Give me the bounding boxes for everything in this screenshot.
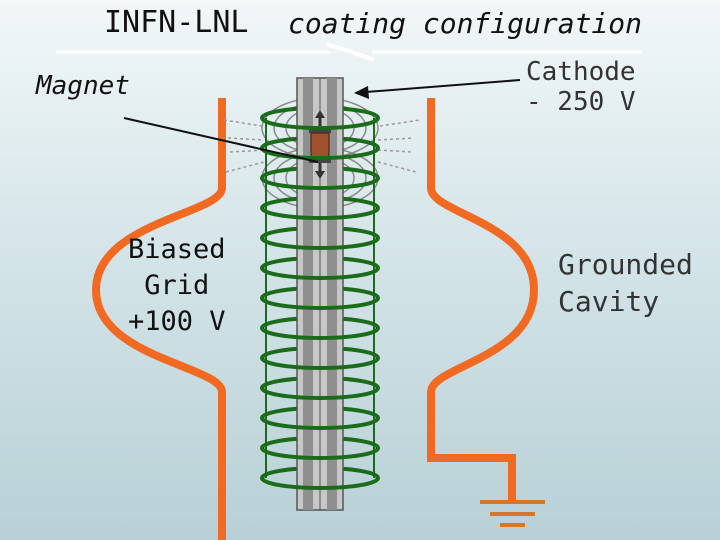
cavity-label-line2: Cavity [558, 285, 660, 319]
magnet-pointer [123, 117, 319, 163]
grid-label: Biased Grid +100 V [128, 232, 226, 340]
title-institution: INFN-LNL [104, 5, 249, 40]
field-dashes [223, 119, 421, 173]
cathode-arrow [354, 79, 521, 99]
title-subject: coating configuration [288, 7, 643, 40]
cathode-label-voltage: - 250 V [526, 86, 636, 117]
grid-coils-front [260, 117, 380, 490]
cavity-label-line1: Grounded [558, 248, 693, 281]
grid-label-line1: Biased [128, 234, 226, 265]
cathode-tube [296, 77, 344, 511]
grid-wires [265, 118, 375, 478]
cathode-label-name: Cathode [526, 57, 636, 87]
cathode-label: Cathode - 250 V [526, 57, 636, 118]
title-underline [56, 42, 642, 62]
cavity-wall-right [427, 98, 539, 500]
magnet-label: Magnet [36, 71, 130, 101]
cavity-wall-left [91, 98, 226, 540]
grid-label-voltage: +100 V [128, 305, 226, 337]
cavity-label: Grounded Cavity [558, 246, 693, 320]
ground-symbol [480, 500, 545, 527]
grid-label-line2: Grid [144, 269, 210, 301]
